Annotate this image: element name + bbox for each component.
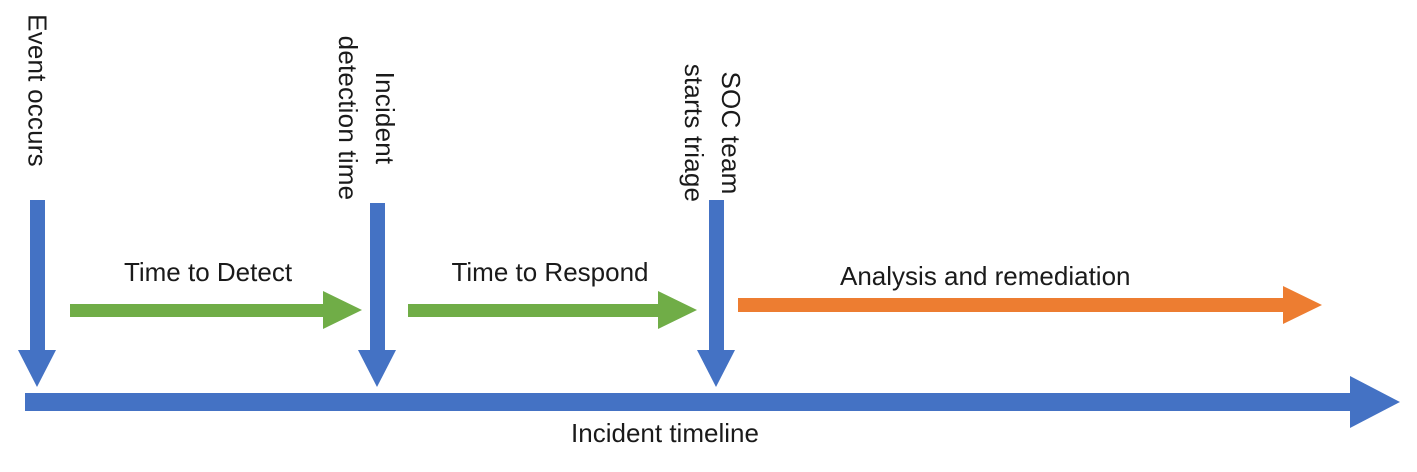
- phase-label-time-to-respond: Time to Respond: [451, 257, 649, 287]
- down-arrow-3-head: [697, 350, 735, 387]
- down-arrow-2-shaft: [370, 203, 385, 350]
- down-arrow-3-shaft: [709, 200, 724, 350]
- phase-arrow-1-shaft: [70, 304, 323, 317]
- phase-label-analysis-remediation: Analysis and remediation: [840, 261, 1131, 291]
- timeline-arrow-head: [1350, 376, 1400, 428]
- down-arrow-1-shaft: [30, 200, 45, 350]
- timeline-label: Incident timeline: [571, 418, 759, 448]
- timeline-arrow-shaft: [25, 393, 1350, 411]
- phase-arrow-3-head: [1283, 286, 1322, 324]
- phase-arrow-1-head: [323, 291, 362, 329]
- phase-arrow-2-head: [658, 291, 697, 329]
- phase-arrow-3-shaft: [738, 298, 1283, 312]
- down-arrow-1-head: [18, 350, 56, 387]
- milestone-label-incident-detection-time: Incident detection time: [333, 35, 400, 201]
- milestone-label-event-occurs: Event occurs: [22, 14, 53, 167]
- phase-label-time-to-detect: Time to Detect: [123, 257, 293, 287]
- down-arrow-2-head: [358, 350, 396, 387]
- phase-arrow-2-shaft: [408, 304, 658, 317]
